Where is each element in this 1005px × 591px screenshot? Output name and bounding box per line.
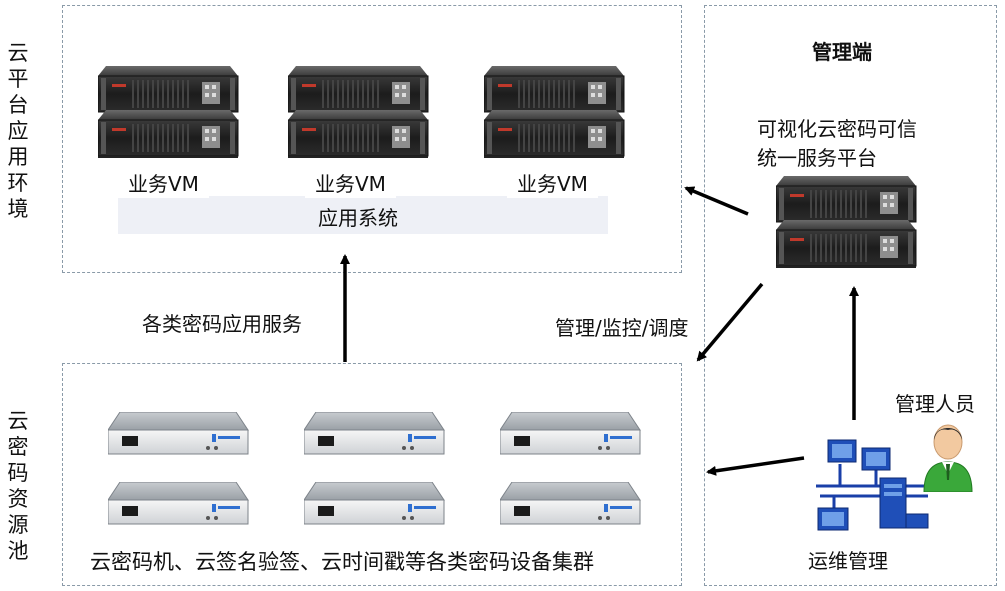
control-arrow-label: 管理/监控/调度 [555, 316, 689, 340]
ops-management-label: 运维管理 [808, 549, 888, 573]
resource-pool-zone [62, 363, 682, 586]
vm-label-3: 业务VM [507, 170, 598, 198]
app-env-zone [62, 5, 682, 273]
vm-label-2: 业务VM [305, 170, 396, 198]
resource-pool-caption: 云密码机、云签名验签、云时间戳等各类密码设备集群 [90, 550, 594, 574]
management-zone [704, 5, 997, 586]
platform-name-line2: 统一服务平台 [757, 146, 877, 170]
arrow-platform-to-app [684, 186, 749, 216]
arrow-platform-to-pool [696, 282, 764, 362]
admin-person-label: 管理人员 [895, 392, 975, 416]
admin-person-icon [923, 424, 973, 492]
application-system-label: 应用系统 [318, 206, 398, 230]
arrow-ops-to-pool [706, 456, 805, 476]
application-system-band [118, 196, 608, 234]
service-arrow-label: 各类密码应用服务 [142, 312, 302, 336]
ops-network-icon [816, 439, 929, 531]
resource-pool-vertical-label: 云 密 码 资 源 池 [7, 409, 29, 563]
platform-name-line1: 可视化云密码可信 [757, 117, 917, 141]
management-title: 管理端 [812, 40, 872, 64]
app-env-vertical-label: 云 平 台 应 用 环 境 [7, 41, 29, 221]
vm-label-1: 业务VM [118, 170, 209, 198]
